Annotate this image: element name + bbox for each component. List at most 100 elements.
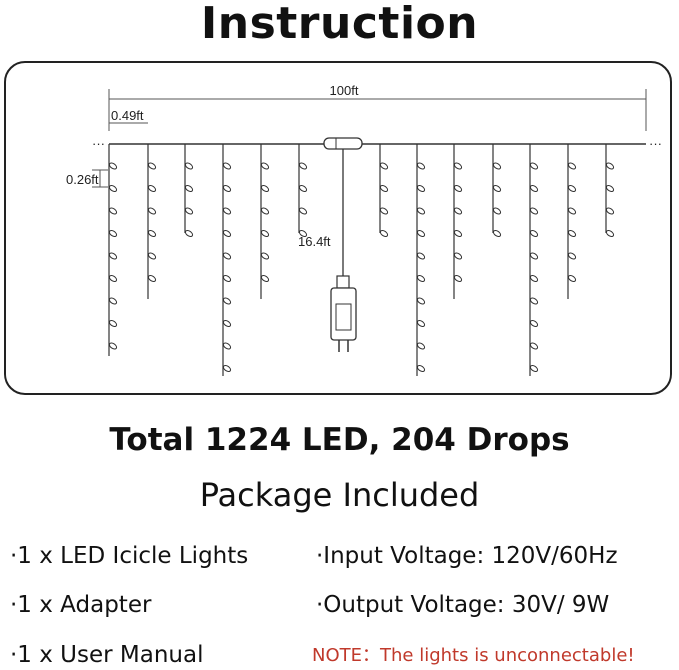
bulb-spacing-label: 0.26ft (66, 172, 99, 187)
led-bulb (222, 252, 232, 260)
right-ellipsis: ··· (649, 136, 662, 151)
package-item-adapter: ·1 x Adapter (10, 592, 152, 618)
led-bulb (147, 229, 157, 238)
led-bulb (147, 274, 157, 283)
led-bulb (222, 364, 232, 373)
led-bulb (416, 229, 426, 238)
led-bulb (108, 319, 118, 328)
led-bulb (453, 274, 463, 283)
led-bulb (492, 162, 502, 170)
led-bulb (222, 207, 232, 215)
led-bulb (492, 207, 502, 215)
led-bulb (416, 319, 426, 328)
led-bulb (529, 319, 539, 328)
led-bulb (416, 342, 426, 350)
led-bulb (108, 162, 118, 170)
led-bulb (222, 342, 232, 350)
led-bulb (453, 162, 463, 170)
led-bulb (416, 207, 426, 215)
led-bulb (108, 229, 118, 238)
led-bulb (567, 184, 577, 193)
left-ellipsis: ··· (92, 136, 105, 151)
led-bulb (222, 184, 232, 193)
led-bulb (605, 229, 615, 238)
diagram-border (4, 61, 672, 395)
led-bulb (453, 229, 463, 238)
led-bulb (567, 162, 577, 170)
led-bulb (416, 274, 426, 283)
led-bulb (147, 184, 157, 193)
led-bulb (260, 162, 270, 170)
led-bulb (529, 162, 539, 170)
led-bulb (529, 207, 539, 215)
led-bulb (108, 297, 118, 305)
led-bulb (529, 297, 539, 305)
led-bulb (222, 229, 232, 238)
led-bulb (298, 207, 308, 215)
led-bulb (379, 207, 389, 215)
led-bulb (184, 229, 194, 238)
led-bulb (184, 207, 194, 215)
package-item-manual: ·1 x User Manual (10, 642, 204, 668)
led-bulb (222, 274, 232, 283)
led-bulb (529, 229, 539, 238)
led-bulb (567, 229, 577, 238)
led-bulb (529, 252, 539, 260)
led-bulb (453, 184, 463, 193)
led-bulb (222, 297, 232, 305)
led-bulb (184, 162, 194, 170)
led-bulb (108, 252, 118, 260)
icicle-drops (108, 144, 615, 376)
led-bulb (416, 297, 426, 305)
led-bulb (260, 252, 270, 260)
led-total-summary: Total 1224 LED, 204 Drops (109, 422, 570, 458)
led-bulb (379, 184, 389, 193)
led-bulb (108, 184, 118, 193)
led-bulb (222, 319, 232, 328)
led-bulb (529, 364, 539, 373)
led-bulb (529, 342, 539, 350)
led-bulb (453, 252, 463, 260)
wire-connector (323, 137, 363, 150)
led-bulb (379, 229, 389, 238)
led-bulb (260, 207, 270, 215)
led-bulb (567, 252, 577, 260)
led-bulb (222, 162, 232, 170)
led-bulb (605, 184, 615, 193)
led-bulb (492, 184, 502, 193)
package-item-lights: ·1 x LED Icicle Lights (10, 543, 249, 569)
led-bulb (108, 207, 118, 215)
led-bulb (147, 162, 157, 170)
led-bulb (529, 274, 539, 283)
led-bulb (184, 184, 194, 193)
led-bulb (260, 184, 270, 193)
led-bulb (108, 274, 118, 283)
led-bulb (298, 162, 308, 170)
led-bulb (147, 207, 157, 215)
led-bulb (567, 274, 577, 283)
led-bulb (605, 207, 615, 215)
led-bulb (529, 184, 539, 193)
package-heading: Package Included (199, 476, 480, 514)
drop-spacing-label: 0.49ft (111, 108, 144, 123)
icicle-lights-diagram: 100ft 0.49ft 0.26ft ··· ··· 16.4ft (4, 61, 672, 395)
led-bulb (567, 207, 577, 215)
led-bulb (416, 252, 426, 260)
total-length-label: 100ft (330, 83, 359, 98)
unconnectable-note: NOTE：The lights is unconnectable! (312, 645, 635, 666)
led-bulb (108, 342, 118, 350)
led-bulb (379, 162, 389, 170)
led-bulb (260, 229, 270, 238)
adapter-panel (335, 303, 352, 331)
adapter-neck (336, 275, 350, 289)
led-bulb (298, 184, 308, 193)
spec-output-voltage: ·Output Voltage: 30V/ 9W (316, 592, 610, 618)
led-bulb (416, 162, 426, 170)
led-bulb (416, 364, 426, 373)
led-bulb (416, 184, 426, 193)
led-bulb (298, 229, 308, 238)
led-bulb (492, 229, 502, 238)
diagram-svg: 100ft 0.49ft 0.26ft ··· ··· 16.4ft (4, 61, 672, 395)
led-bulb (147, 252, 157, 260)
led-bulb (260, 274, 270, 283)
